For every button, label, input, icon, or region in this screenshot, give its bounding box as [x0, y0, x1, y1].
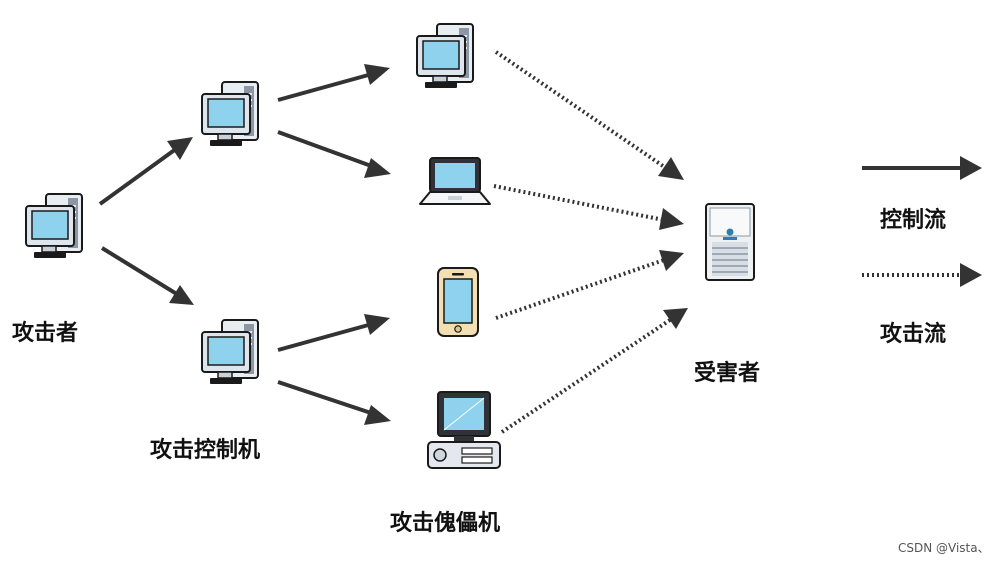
legend-attack-arrow — [862, 263, 982, 287]
control-flow-arrows — [98, 64, 982, 425]
laptop-icon — [419, 157, 491, 205]
attacker-label: 攻击者 — [12, 321, 79, 346]
arrow-controller-2-to-zombie-4 — [277, 380, 391, 425]
crt-workstation-icon — [427, 391, 501, 469]
arrow-controller-1-to-zombie-1 — [277, 64, 390, 102]
server-tower-icon — [705, 203, 755, 281]
arrow-attacker-to-controller-2 — [100, 246, 194, 305]
desktop-computer-icon — [416, 23, 474, 89]
arrow-zombie-1-to-victim — [494, 50, 684, 180]
legend-control-label: 控制流 — [880, 208, 947, 233]
desktop-computer-icon — [201, 319, 259, 385]
victim-label: 受害者 — [694, 361, 761, 386]
arrow-attacker-to-controller-1 — [98, 137, 193, 206]
arrow-zombie-4-to-victim — [500, 308, 688, 434]
controllers-label: 攻击控制机 — [150, 438, 261, 463]
zombies-label: 攻击傀儡机 — [390, 511, 501, 536]
arrow-zombie-2-to-victim — [493, 184, 684, 230]
legend-control-arrow — [862, 156, 982, 180]
arrow-controller-1-to-zombie-2 — [277, 130, 391, 178]
smartphone-icon — [437, 267, 479, 337]
desktop-computer-icon — [25, 193, 83, 259]
desktop-computer-icon — [201, 81, 259, 147]
arrow-zombie-3-to-victim — [495, 250, 684, 320]
watermark: CSDN @Vista、 — [898, 541, 990, 555]
arrow-controller-2-to-zombie-3 — [277, 314, 390, 352]
attack-flow-arrows — [493, 50, 982, 434]
legend-attack-label: 攻击流 — [880, 322, 947, 347]
